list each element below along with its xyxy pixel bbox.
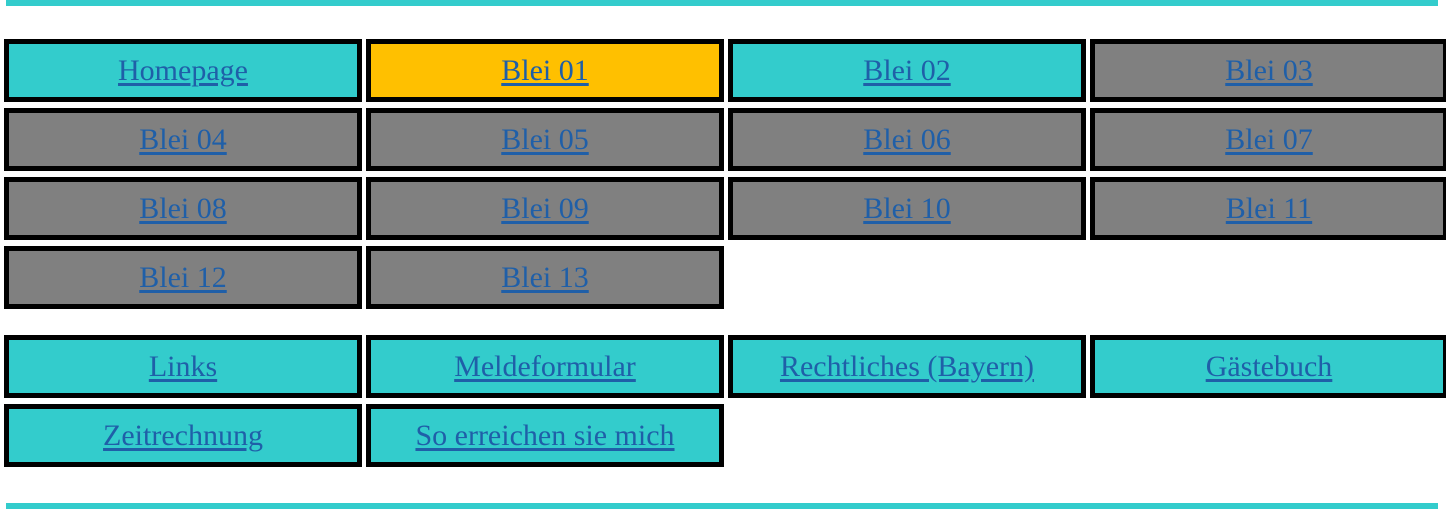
secondary-navigation: Links Meldeformular Rechtliches (Bayern)… xyxy=(4,335,1446,467)
nav-link-label[interactable]: Blei 09 xyxy=(501,191,589,225)
nav-item-links[interactable]: Links xyxy=(4,335,362,398)
nav-link-label[interactable]: Blei 02 xyxy=(863,53,951,87)
nav-link-label[interactable]: Zeitrechnung xyxy=(103,418,263,452)
nav-item-blei-03[interactable]: Blei 03 xyxy=(1090,39,1446,102)
nav-item-gaestebuch[interactable]: Gästebuch xyxy=(1090,335,1446,398)
nav-link-label[interactable]: Meldeformular xyxy=(454,349,636,383)
nav-item-homepage[interactable]: Homepage xyxy=(4,39,362,102)
nav-link-label[interactable]: Rechtliches (Bayern) xyxy=(779,349,1035,383)
nav-item-rechtliches[interactable]: Rechtliches (Bayern) xyxy=(728,335,1086,398)
nav-item-blei-10[interactable]: Blei 10 xyxy=(728,177,1086,240)
nav-item-blei-12[interactable]: Blei 12 xyxy=(4,246,362,309)
nav-link-label[interactable]: Blei 04 xyxy=(139,122,227,156)
nav-link-label[interactable]: So erreichen sie mich xyxy=(415,418,675,452)
nav-link-label[interactable]: Links xyxy=(148,349,218,383)
nav-item-blei-09[interactable]: Blei 09 xyxy=(366,177,724,240)
nav-link-label[interactable]: Blei 11 xyxy=(1225,191,1313,225)
nav-item-meldeformular[interactable]: Meldeformular xyxy=(366,335,724,398)
bottom-divider xyxy=(6,503,1438,509)
nav-link-label[interactable]: Blei 03 xyxy=(1225,53,1313,87)
nav-link-label[interactable]: Blei 10 xyxy=(863,191,951,225)
main-navigation: Homepage Blei 01 Blei 02 Blei 03 Blei 04… xyxy=(4,39,1446,309)
nav-link-label[interactable]: Homepage xyxy=(118,53,248,87)
nav-link-label[interactable]: Gästebuch xyxy=(1205,349,1333,383)
nav-item-blei-01-active[interactable]: Blei 01 xyxy=(366,39,724,102)
nav-item-blei-13[interactable]: Blei 13 xyxy=(366,246,724,309)
nav-item-zeitrechnung[interactable]: Zeitrechnung xyxy=(4,404,362,467)
nav-link-label[interactable]: Blei 12 xyxy=(139,260,227,294)
nav-item-blei-02[interactable]: Blei 02 xyxy=(728,39,1086,102)
nav-item-blei-07[interactable]: Blei 07 xyxy=(1090,108,1446,171)
nav-link-label[interactable]: Blei 07 xyxy=(1225,122,1313,156)
nav-link-label[interactable]: Blei 08 xyxy=(139,191,227,225)
nav-item-blei-05[interactable]: Blei 05 xyxy=(366,108,724,171)
nav-link-label[interactable]: Blei 05 xyxy=(501,122,589,156)
nav-link-label[interactable]: Blei 06 xyxy=(863,122,951,156)
nav-item-blei-06[interactable]: Blei 06 xyxy=(728,108,1086,171)
top-divider xyxy=(6,0,1438,6)
nav-item-blei-08[interactable]: Blei 08 xyxy=(4,177,362,240)
nav-item-blei-04[interactable]: Blei 04 xyxy=(4,108,362,171)
nav-link-label[interactable]: Blei 01 xyxy=(501,53,589,87)
nav-item-blei-11[interactable]: Blei 11 xyxy=(1090,177,1446,240)
nav-item-kontakt[interactable]: So erreichen sie mich xyxy=(366,404,724,467)
nav-link-label[interactable]: Blei 13 xyxy=(501,260,589,294)
